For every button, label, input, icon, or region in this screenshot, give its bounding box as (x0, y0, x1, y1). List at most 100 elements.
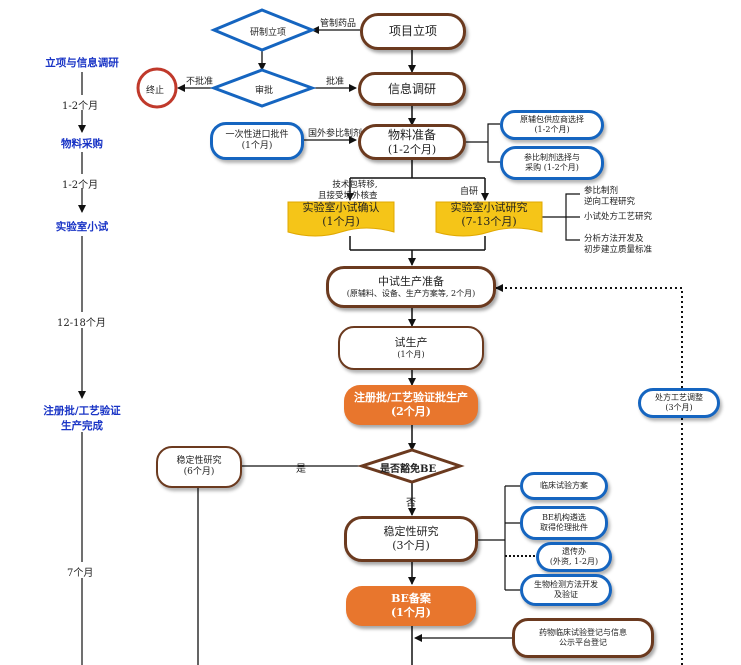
pilot-prep-node[interactable]: 中试生产准备 (原辅料、设备、生产方案等, 2个月) (326, 266, 496, 308)
node-label: 实验室小试研究 (450, 201, 528, 215)
lab-study-node[interactable]: 实验室小试研究 (7-13个月) (436, 201, 542, 228)
node-sublabel: 取得伦理批件 (540, 523, 588, 532)
approval-decision-label: 审批 (255, 86, 274, 96)
supplier-node[interactable]: 原辅包供应商选择 (1-2个月) (500, 110, 604, 140)
reference-node[interactable]: 参比制剂选择与 采购 (1-2个月) (500, 146, 604, 180)
node-sublabel: 公示平台登记 (559, 638, 607, 647)
lab-study-item-line: 初步建立质量标准 (584, 244, 653, 255)
formula-adjust-node[interactable]: 处方工艺调整 (3个月) (638, 388, 720, 418)
node-label: 信息调研 (387, 81, 436, 96)
trial-production-node[interactable]: 试生产 (1个月) (338, 326, 484, 370)
research-decision-diamond (210, 8, 317, 52)
lab-study-item: 参比制剂 逆向工程研究 (584, 186, 635, 207)
registration-batch-node[interactable]: 注册批/工艺验证批生产 (2个月) (344, 385, 478, 425)
node-label: 稳定性研究 (383, 525, 439, 539)
terminate-label: 终止 (146, 86, 165, 96)
be-exempt-diamond (357, 448, 465, 484)
node-label: 遗传办 (562, 547, 586, 556)
node-label: 注册批/工艺验证批生产 (353, 391, 469, 405)
stage-label-line2: 生产完成 (61, 420, 103, 432)
node-sublabel: (1-2个月) (387, 142, 437, 156)
import-lot-node[interactable]: 一次性进口批件 (1个月) (210, 122, 304, 160)
node-label: 物料准备 (387, 127, 436, 142)
stage-duration: 7个月 (67, 568, 94, 579)
node-label: 稳定性研究 (176, 455, 222, 466)
edge-label-self-dev: 自研 (460, 187, 479, 197)
node-sublabel: (1个月) (390, 606, 432, 619)
node-label: 试生产 (394, 336, 428, 350)
edge-label-not-approved: 不批准 (186, 77, 214, 87)
bracket (466, 123, 500, 163)
node-sublabel: (7-13个月) (461, 215, 517, 228)
node-label: 处方工艺调整 (655, 393, 703, 402)
node-sublabel: (原辅料、设备、生产方案等, 2个月) (346, 288, 476, 298)
stage-label: 物料采购 (61, 138, 103, 150)
lab-confirm-doc (287, 201, 395, 237)
terminate-circle (136, 67, 178, 109)
lab-study-doc (435, 201, 543, 237)
stage-duration: 12-18个月 (57, 318, 106, 329)
drug-registry-node[interactable]: 药物临床试验登记与信息 公示平台登记 (512, 618, 654, 658)
node-sublabel: (外资, 1-2月) (549, 557, 599, 566)
node-sublabel: (3个月) (665, 403, 693, 412)
bracket (504, 485, 520, 591)
bracket (542, 193, 580, 241)
stage-label: 注册批/工艺验证 生产完成 (22, 403, 142, 433)
be-exempt-label: 是否豁免BE (380, 464, 437, 475)
dotted-feedback (495, 284, 683, 388)
node-sublabel: (3个月) (392, 539, 430, 552)
project-initiation-node[interactable]: 项目立项 (360, 13, 466, 50)
stage-label-line1: 注册批/工艺验证 (43, 405, 121, 417)
info-research-node[interactable]: 信息调研 (358, 72, 466, 106)
node-label: 生物检测方法开发 (534, 580, 598, 589)
node-sublabel: 采购 (1-2个月) (525, 163, 579, 172)
node-sublabel: 及验证 (554, 590, 578, 599)
approval-decision-diamond (209, 68, 317, 108)
lab-study-item-line: 逆向工程研究 (584, 196, 636, 207)
node-label: 临床试验方案 (540, 481, 588, 490)
genetic-office-node[interactable]: 遗传办 (外资, 1-2月) (536, 542, 612, 572)
clinical-plan-node[interactable]: 临床试验方案 (520, 472, 608, 500)
node-label: 项目立项 (388, 24, 437, 38)
edge-label-approved: 批准 (326, 77, 345, 87)
node-label: 中试生产准备 (378, 275, 444, 289)
be-filing-node[interactable]: BE备案 (1个月) (346, 586, 476, 626)
node-label: 原辅包供应商选择 (520, 115, 584, 124)
node-sublabel: (1个月) (322, 215, 360, 228)
be-institution-node[interactable]: BE机构遴选 取得伦理批件 (520, 506, 608, 540)
edge-label-foreign-ref: 国外参比制剂 (308, 129, 363, 139)
node-label: 参比制剂选择与 (524, 153, 580, 162)
bio-method-node[interactable]: 生物检测方法开发 及验证 (520, 574, 612, 606)
edge-label-line: 技术包转移, (332, 180, 378, 190)
edge-label-tech-transfer: 技术包转移, 且接受境外核查 (318, 180, 378, 201)
node-label: 药物临床试验登记与信息 (539, 628, 627, 637)
stage-label: 立项与信息调研 (45, 57, 119, 69)
stability-left-node[interactable]: 稳定性研究 (6个月) (156, 446, 242, 488)
node-sublabel: (6个月) (183, 467, 215, 477)
lab-study-item-line: 分析方法开发及 (584, 234, 644, 244)
node-sublabel: (1个月) (397, 349, 425, 359)
node-sublabel: (2个月) (390, 405, 432, 418)
stage-label: 实验室小试 (55, 221, 109, 233)
lab-study-item-line: 参比制剂 (584, 186, 619, 196)
stage-duration: 1-2个月 (62, 101, 99, 112)
stage-duration: 1-2个月 (62, 180, 99, 191)
lab-study-item: 小试处方工艺研究 (584, 212, 653, 222)
research-decision-label: 研制立项 (250, 28, 287, 38)
stability-node[interactable]: 稳定性研究 (3个月) (344, 516, 478, 562)
edge-label-controlled: 管制药品 (320, 19, 357, 29)
node-label: 实验室小试确认 (302, 201, 380, 215)
node-label: BE机构遴选 (542, 513, 586, 522)
node-label: BE备案 (391, 592, 431, 606)
edge-label-no: 否 (406, 498, 416, 509)
node-sublabel: (1个月) (241, 141, 273, 151)
node-label: 一次性进口批件 (225, 129, 289, 140)
material-prep-node[interactable]: 物料准备 (1-2个月) (358, 124, 466, 160)
lab-confirm-node[interactable]: 实验室小试确认 (1个月) (288, 201, 394, 228)
edge-label-line: 且接受境外核查 (318, 190, 378, 201)
edge-label-yes: 是 (296, 464, 306, 475)
lab-study-item: 分析方法开发及 初步建立质量标准 (584, 234, 652, 255)
node-sublabel: (1-2个月) (534, 125, 570, 134)
